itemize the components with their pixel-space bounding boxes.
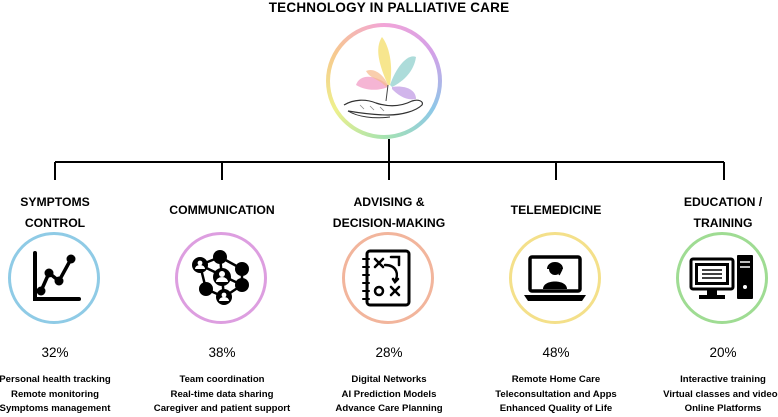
list-item: Remote Home Care <box>511 374 601 385</box>
list-item: Virtual classes and videos <box>663 388 778 400</box>
communication-circle <box>175 232 267 324</box>
category-title-education: EDUCATION / TRAINING <box>646 192 778 234</box>
percent-communication: 38% <box>208 345 236 360</box>
line-chart-icon <box>33 251 81 301</box>
list-item: Team coordination <box>179 374 265 385</box>
list-item: Interactive training <box>680 374 766 385</box>
category-title-symptoms-control: SYMPTOMS CONTROL <box>0 192 132 234</box>
list-item: Teleconsultation and Apps <box>495 388 617 400</box>
list-item: Online Platforms <box>684 403 762 414</box>
page-title: TECHNOLOGY IN PALLIATIVE CARE <box>268 0 510 15</box>
category-title-telemedicine: TELEMEDICINE <box>479 200 633 221</box>
hub-circle <box>326 23 442 139</box>
category-title-communication: COMMUNICATION <box>145 200 299 221</box>
list-item: Caregiver and patient support <box>153 403 291 414</box>
category-title-line: ADVISING & <box>353 195 425 209</box>
list-item: Symptoms management <box>0 403 111 414</box>
category-title-line: CONTROL <box>24 216 86 230</box>
list-item: AI Prediction Models <box>341 388 437 400</box>
items-education: Interactive training Virtual classes and… <box>646 373 778 417</box>
percent-symptoms-control: 32% <box>41 345 69 360</box>
category-title-line: TRAINING <box>693 216 753 230</box>
items-symptoms-control: Personal health tracking Remote monitori… <box>0 373 132 417</box>
desktop-computer-icon <box>689 255 753 299</box>
symptoms-control-circle <box>8 232 100 324</box>
list-item: Enhanced Quality of Life <box>499 403 613 414</box>
percent-telemedicine: 48% <box>542 345 570 360</box>
telemedicine-circle <box>509 232 601 324</box>
butterfly-hand-icon <box>343 37 423 119</box>
list-item: Personal health tracking <box>0 374 111 385</box>
advising-circle <box>342 232 434 324</box>
category-title-line: EDUCATION / <box>683 195 763 209</box>
list-item: Real-time data sharing <box>170 388 274 400</box>
category-title-advising: ADVISING & DECISION-MAKING <box>312 192 466 234</box>
items-communication: Team coordination Real-time data sharing… <box>145 373 299 417</box>
items-advising: Digital Networks AI Prediction Models Ad… <box>312 373 466 417</box>
category-title-line: DECISION-MAKING <box>332 216 446 230</box>
education-circle <box>676 232 768 324</box>
strategy-board-icon <box>362 249 411 307</box>
category-title-line: SYMPTOMS <box>20 195 90 209</box>
connector-lines <box>54 139 725 180</box>
category-title-line: COMMUNICATION <box>169 203 275 217</box>
percent-education: 20% <box>709 345 737 360</box>
list-item: Digital Networks <box>351 374 427 385</box>
category-title-line: TELEMEDICINE <box>510 203 602 217</box>
list-item: Remote monitoring <box>11 388 99 400</box>
network-people-icon <box>192 250 249 305</box>
items-telemedicine: Remote Home Care Teleconsultation and Ap… <box>479 373 633 417</box>
percent-advising: 28% <box>375 345 403 360</box>
list-item: Advance Care Planning <box>335 403 443 414</box>
laptop-doctor-icon <box>524 255 586 301</box>
